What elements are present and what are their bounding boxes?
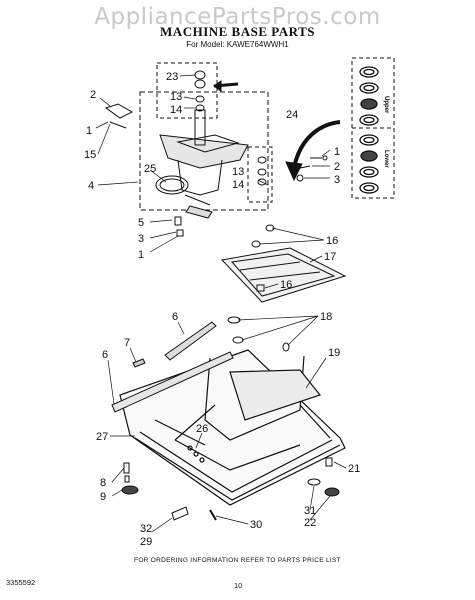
snubber-clip	[104, 103, 134, 129]
lower-bracket	[174, 205, 213, 237]
callout-24: 24	[286, 109, 298, 121]
ordering-note: FOR ORDERING INFORMATION REFER TO PARTS …	[134, 557, 341, 564]
detail-box-top	[156, 62, 218, 119]
callout-23: 23	[166, 71, 178, 83]
callout-32: 32	[140, 523, 152, 535]
callout-21: 21	[348, 463, 360, 475]
right-fastener-stack	[257, 156, 267, 186]
callout-27: 27	[96, 431, 108, 443]
callout-3-right: 3	[334, 174, 340, 186]
detail-box-main	[139, 91, 269, 211]
page-number: 10	[234, 581, 243, 590]
lower-bearing-set	[359, 134, 379, 194]
callout-22: 22	[304, 517, 316, 529]
callout-5: 5	[138, 217, 144, 229]
bracket-parts	[227, 316, 290, 352]
cover-panel	[220, 224, 347, 303]
direction-arrow-icon	[213, 80, 239, 92]
callout-13-right: 13	[232, 166, 244, 178]
callout-19: 19	[328, 347, 340, 359]
leveling-leg-right	[307, 457, 340, 497]
upper-bearing-set	[359, 66, 379, 126]
callout-14-right: 14	[232, 179, 244, 191]
drive-bushing-parts	[194, 70, 206, 112]
callout-18: 18	[320, 311, 332, 323]
curved-arrow-icon	[285, 120, 341, 182]
callout-17: 17	[324, 251, 336, 263]
upper-label: Upper	[383, 96, 389, 114]
callout-1-right: 1	[334, 146, 340, 158]
callout-31: 31	[304, 505, 316, 517]
callout-13-top: 13	[170, 91, 182, 103]
rear-leveling-foot	[171, 506, 217, 521]
callout-29: 29	[140, 536, 152, 548]
detail-box-right	[247, 146, 273, 203]
callout-8: 8	[100, 477, 106, 489]
callout-2-left: 2	[90, 89, 96, 101]
callout-16-bottom: 16	[280, 279, 292, 291]
callout-1-left: 1	[86, 125, 92, 137]
callout-16-top: 16	[326, 235, 338, 247]
callout-26: 26	[196, 423, 208, 435]
model-subtitle: For Model: KAWE764WWH1	[186, 40, 289, 49]
callout-15: 15	[84, 149, 96, 161]
callout-labels: 23 13 14 2 1 15 25 4 13 14 1 2 3 24 5 3 …	[84, 71, 360, 548]
right-bolt-set	[296, 155, 328, 182]
callout-3-lower: 3	[138, 233, 144, 245]
rail-clip	[132, 358, 146, 368]
document-code: 3355592	[6, 578, 36, 587]
page-title: MACHINE BASE PARTS	[160, 24, 315, 39]
machine-base-frame	[119, 349, 346, 506]
callout-1-lower: 1	[138, 249, 144, 261]
callout-6-upper: 6	[172, 311, 178, 323]
rear-rail	[164, 321, 217, 361]
callout-25: 25	[144, 163, 156, 175]
callout-14-top: 14	[170, 104, 182, 116]
callout-9: 9	[100, 491, 106, 503]
bearing-inset-box	[351, 57, 395, 199]
leveling-leg-left	[121, 462, 139, 495]
callout-2-right: 2	[334, 161, 340, 173]
callout-30: 30	[250, 519, 262, 531]
callout-7: 7	[124, 337, 130, 349]
base-side-rail	[111, 351, 234, 413]
callout-6-left: 6	[102, 349, 108, 361]
leader-lines	[95, 74, 347, 533]
belt-ring	[155, 175, 189, 195]
gearcase-assembly	[159, 109, 249, 206]
lower-label: Lower	[383, 150, 389, 168]
watermark: AppliancePartsPros.com	[94, 4, 381, 30]
callout-4: 4	[88, 180, 94, 192]
